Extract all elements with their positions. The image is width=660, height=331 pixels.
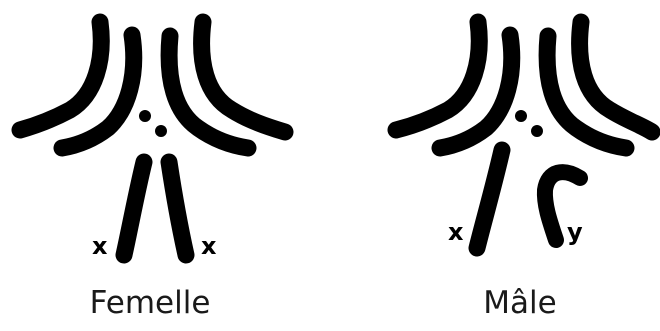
- male-centromere-dot-2: [531, 125, 543, 137]
- male-chromosome-outer-left: [396, 22, 479, 130]
- female-chromosome-x-left: [124, 162, 144, 255]
- female-karyotype: [20, 22, 285, 255]
- male-centromere-dot-1: [515, 110, 527, 122]
- female-centromere-dot-1: [139, 110, 151, 122]
- male-left-sex-label: x: [448, 218, 464, 246]
- female-centromere-dot-2: [155, 125, 167, 137]
- female-caption: Femelle: [30, 285, 270, 321]
- female-chromosome-outer-left: [20, 22, 101, 130]
- male-right-sex-label: y: [567, 218, 583, 246]
- female-right-sex-label: x: [201, 232, 217, 260]
- male-chromosome-x: [477, 150, 502, 248]
- male-chromosome-outer-right: [580, 22, 652, 132]
- male-caption: Mâle: [400, 285, 640, 321]
- male-karyotype: [396, 22, 652, 248]
- female-chromosome-outer-right: [202, 22, 285, 132]
- female-chromosome-x-right: [169, 162, 186, 255]
- female-left-sex-label: x: [92, 232, 108, 260]
